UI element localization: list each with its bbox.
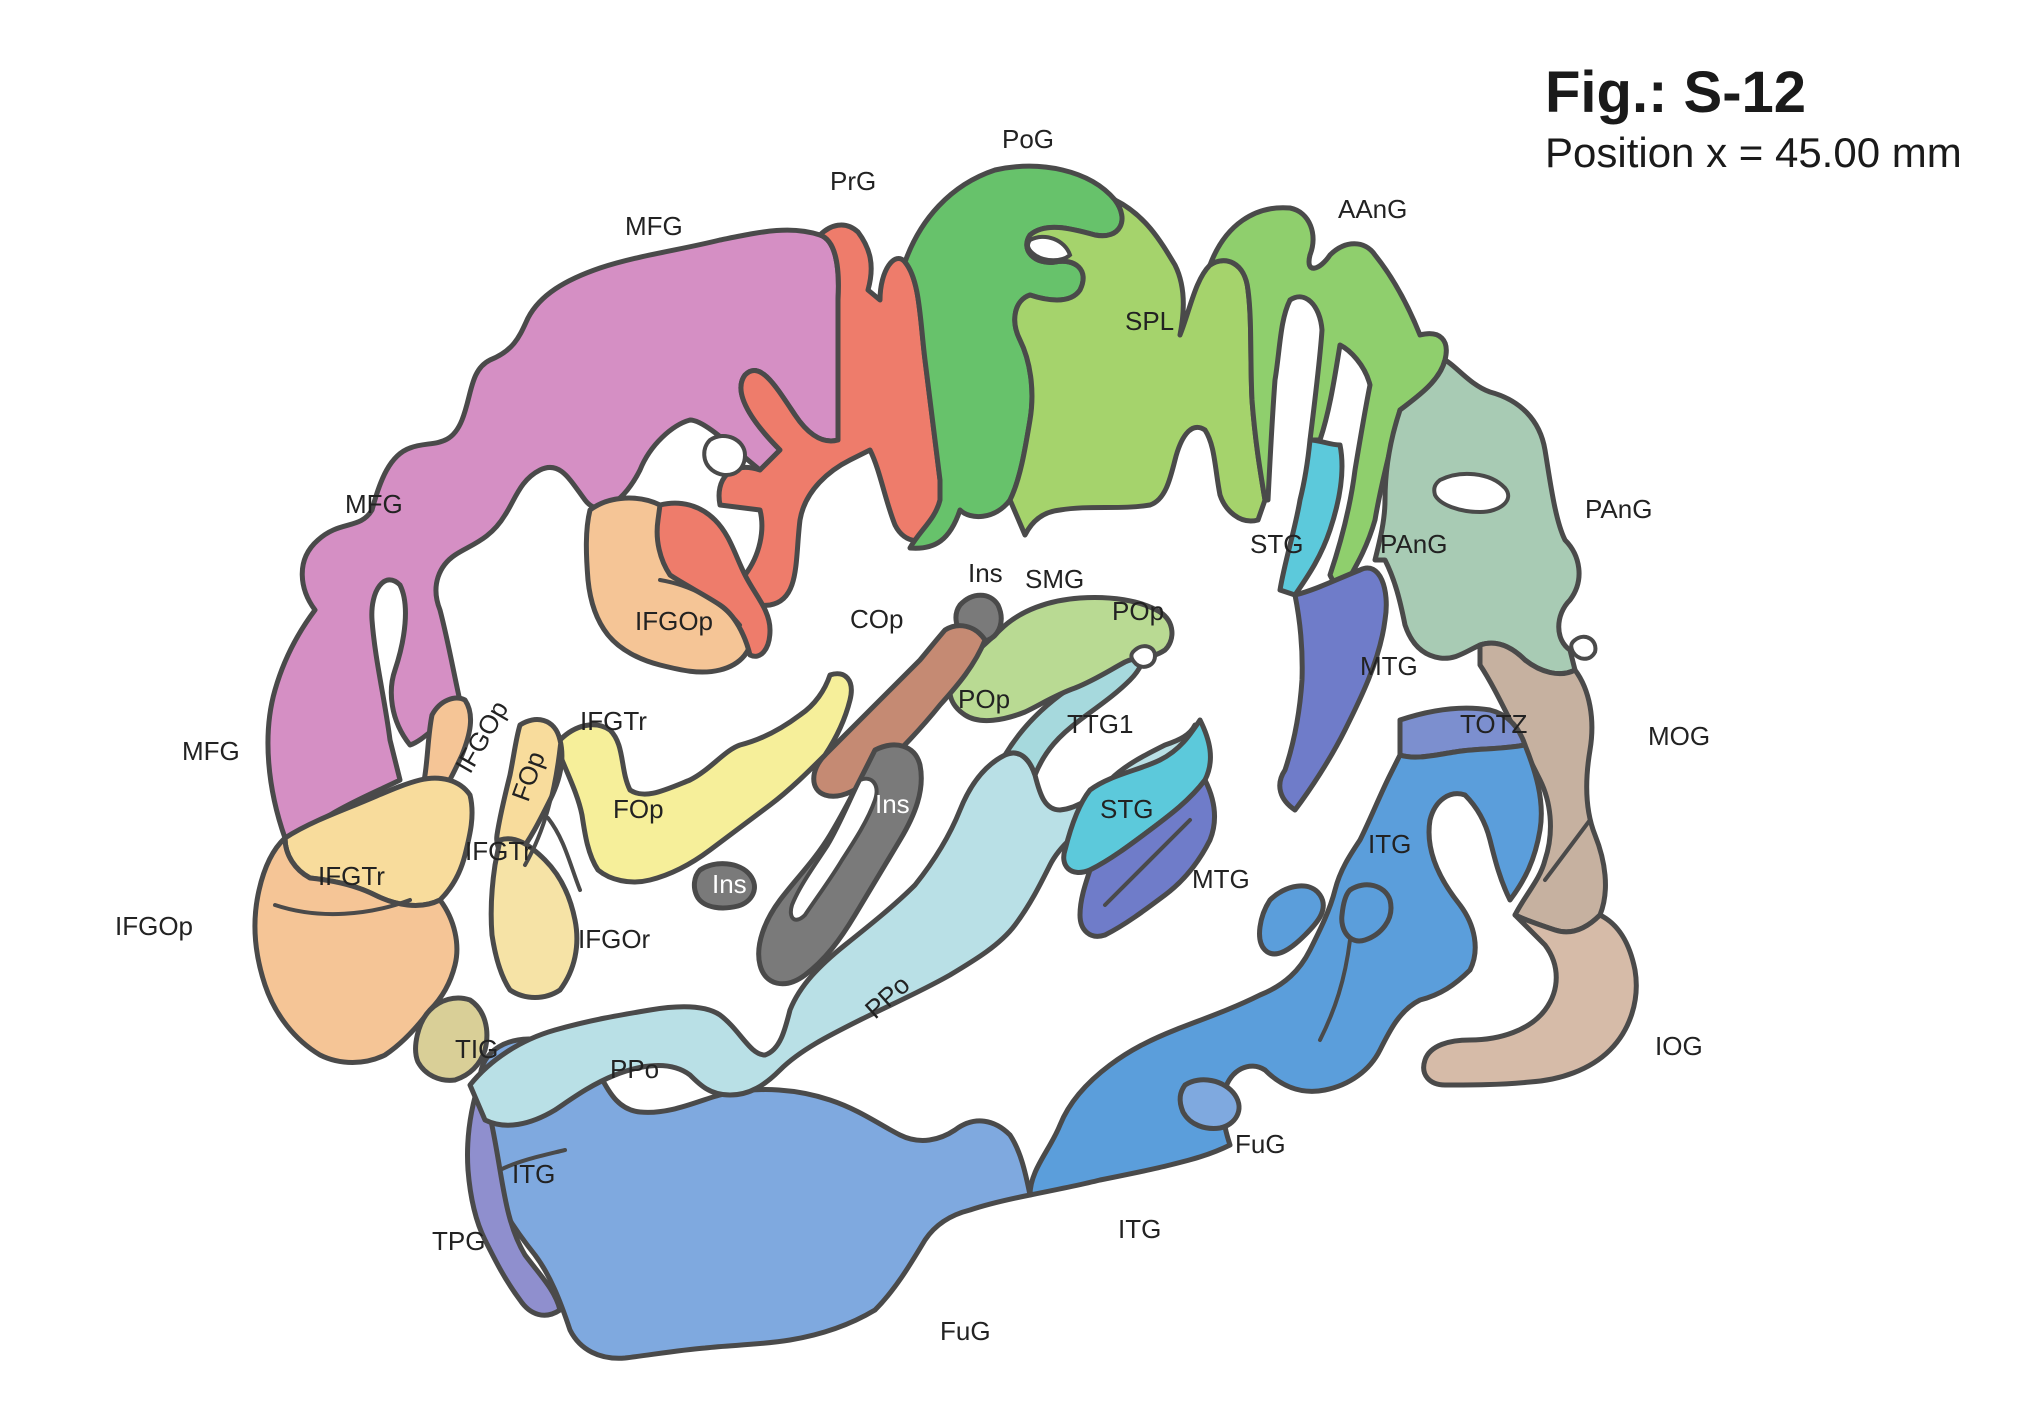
label-spl: SPL xyxy=(1125,306,1174,336)
region-ifgop-left xyxy=(421,695,474,799)
region-pop xyxy=(947,595,1175,723)
label-tpg: TPG xyxy=(432,1226,485,1256)
label-itg-bottom: ITG xyxy=(1118,1214,1161,1244)
region-itg-blob1 xyxy=(1257,883,1326,957)
label-tig: TIG xyxy=(455,1034,498,1064)
region-ifgor xyxy=(488,836,580,1000)
hole-ins-inner xyxy=(788,776,879,922)
label-cop: COp xyxy=(850,604,903,634)
label-mfg-mid: MFG xyxy=(345,489,403,519)
label-itg-upper: ITG xyxy=(1368,829,1411,859)
region-stg-upper xyxy=(1277,437,1345,598)
region-fug-blob xyxy=(1177,1077,1242,1131)
label-smg: SMG xyxy=(1025,564,1084,594)
label-pang-right: PAnG xyxy=(1585,494,1652,524)
label-stg-upper: STG xyxy=(1250,529,1303,559)
sulcus-3 xyxy=(546,816,582,892)
region-itg-blob2 xyxy=(1339,882,1394,944)
region-mtg-upper xyxy=(1277,565,1389,813)
sulcus-7 xyxy=(1318,938,1352,1042)
label-ins-mid: Ins xyxy=(875,789,910,819)
label-mtg-upper: MTG xyxy=(1360,651,1418,681)
label-pang-inner: PAnG xyxy=(1380,529,1447,559)
label-ttg1: TTG1 xyxy=(1067,709,1133,739)
hole-pop xyxy=(1129,644,1158,669)
label-ifgtr-left: IFGTr xyxy=(318,861,385,891)
label-totz: TOTZ xyxy=(1460,709,1528,739)
hole-spl xyxy=(1025,234,1073,263)
label-ifgtr-top: IFGTr xyxy=(580,706,647,736)
region-aang xyxy=(1207,205,1449,598)
hole-pang xyxy=(1569,634,1598,661)
region-tig xyxy=(413,995,490,1083)
label-mtg-mid: MTG xyxy=(1192,864,1250,894)
label-prg: PrG xyxy=(830,166,876,196)
region-fop xyxy=(557,671,854,885)
label-ifgop-inner: IFGOp xyxy=(635,606,713,636)
label-ins-small: Ins xyxy=(712,869,747,899)
label-mfg-top: MFG xyxy=(625,211,683,241)
label-itg-left: ITG xyxy=(512,1159,555,1189)
region-itg xyxy=(1027,742,1544,1198)
sulcus-8 xyxy=(658,578,742,627)
label-pop-upper: POp xyxy=(1112,596,1164,626)
label-ifgtr-mid: IFGTr xyxy=(465,836,532,866)
label-stg-mid: STG xyxy=(1100,794,1153,824)
region-pang xyxy=(1372,357,1582,677)
figure-title: Fig.: S-12 xyxy=(1545,60,1807,125)
sulcus-5 xyxy=(1543,818,1592,882)
region-iog xyxy=(1421,912,1639,1088)
label-fop: FOp xyxy=(613,794,664,824)
label-ifgop-left: IFGOp xyxy=(115,911,193,941)
label-pog: PoG xyxy=(1002,124,1054,154)
label-ins-top: Ins xyxy=(968,558,1003,588)
label-fug-bottom: FuG xyxy=(940,1316,991,1346)
region-ins-small xyxy=(691,861,757,911)
hole-frontal-1 xyxy=(702,434,748,477)
region-fug xyxy=(476,1036,1033,1361)
label-fug-right: FuG xyxy=(1235,1129,1286,1159)
label-mog: MOG xyxy=(1648,721,1710,751)
sulcus-2 xyxy=(523,743,562,867)
label-pop-lower: POp xyxy=(958,684,1010,714)
label-ppo: PPo xyxy=(610,1054,659,1084)
sulcus-4 xyxy=(1103,818,1192,907)
region-ppo xyxy=(467,722,1208,1128)
hole-frontal-2 xyxy=(1432,471,1511,515)
region-prg-lower xyxy=(654,500,773,659)
figure-subtitle: Position x = 45.00 mm xyxy=(1545,129,1962,176)
sulcus-1 xyxy=(273,898,412,917)
sulcus-6 xyxy=(498,1148,567,1172)
label-iog: IOG xyxy=(1655,1031,1703,1061)
label-aang: AAnG xyxy=(1338,194,1407,224)
label-ifgor: IFGOr xyxy=(578,924,651,954)
region-cop xyxy=(811,623,988,799)
label-mfg-low: MFG xyxy=(182,736,240,766)
